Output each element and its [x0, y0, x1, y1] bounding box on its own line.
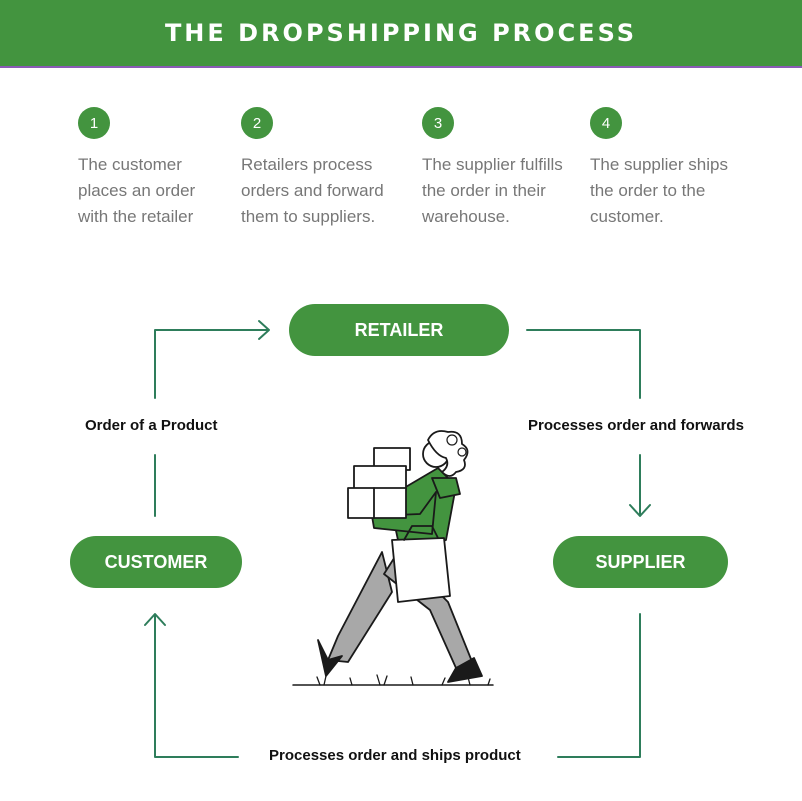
retailer-node: RETAILER	[289, 304, 509, 356]
edge-label-order: Order of a Product	[85, 417, 218, 434]
edge-label-forward: Processes order and forwards	[528, 417, 744, 434]
connector-customer-retailer-upper	[155, 330, 268, 398]
connector-supplier-customer-right	[558, 614, 640, 757]
connector-retailer-supplier-upper	[527, 330, 640, 398]
supplier-node: SUPPLIER	[553, 536, 728, 588]
edge-label-ships: Processes order and ships product	[269, 747, 521, 764]
connector-supplier-customer-left	[155, 615, 238, 757]
customer-node: CUSTOMER	[70, 536, 242, 588]
woman-carrying-boxes-illustration	[293, 431, 493, 685]
